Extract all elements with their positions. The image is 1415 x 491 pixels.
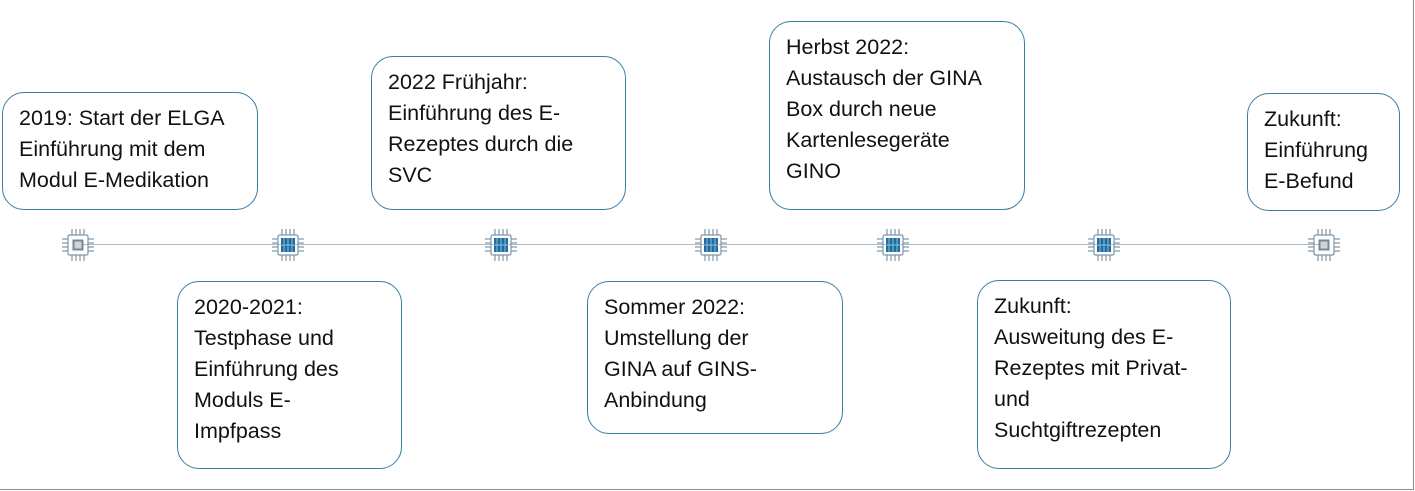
- event-box-zukunft-e-befund: Zukunft: Einführung E-Befund: [1247, 93, 1400, 211]
- microchip-icon: [1088, 229, 1120, 261]
- event-box-sommer-2022: Sommer 2022: Umstellung der GINA auf GIN…: [587, 281, 843, 434]
- timeline-axis: [78, 244, 1326, 245]
- event-box-2019: 2019: Start der ELGA Einführung mit dem …: [2, 92, 258, 210]
- event-box-2022-fruehjahr: 2022 Frühjahr: Einführung des E- Rezepte…: [371, 56, 626, 210]
- event-box-2020-2021: 2020-2021: Testphase und Einführung des …: [177, 281, 402, 469]
- microchip-icon: [485, 229, 517, 261]
- microchip-icon: [695, 229, 727, 261]
- microchip-icon: [62, 229, 94, 261]
- microchip-icon: [272, 229, 304, 261]
- microchip-icon: [1308, 229, 1340, 261]
- microchip-icon: [877, 229, 909, 261]
- event-box-zukunft-e-rezept: Zukunft: Ausweitung des E- Rezeptes mit …: [977, 280, 1231, 469]
- event-box-herbst-2022: Herbst 2022: Austausch der GINA Box durc…: [769, 21, 1025, 210]
